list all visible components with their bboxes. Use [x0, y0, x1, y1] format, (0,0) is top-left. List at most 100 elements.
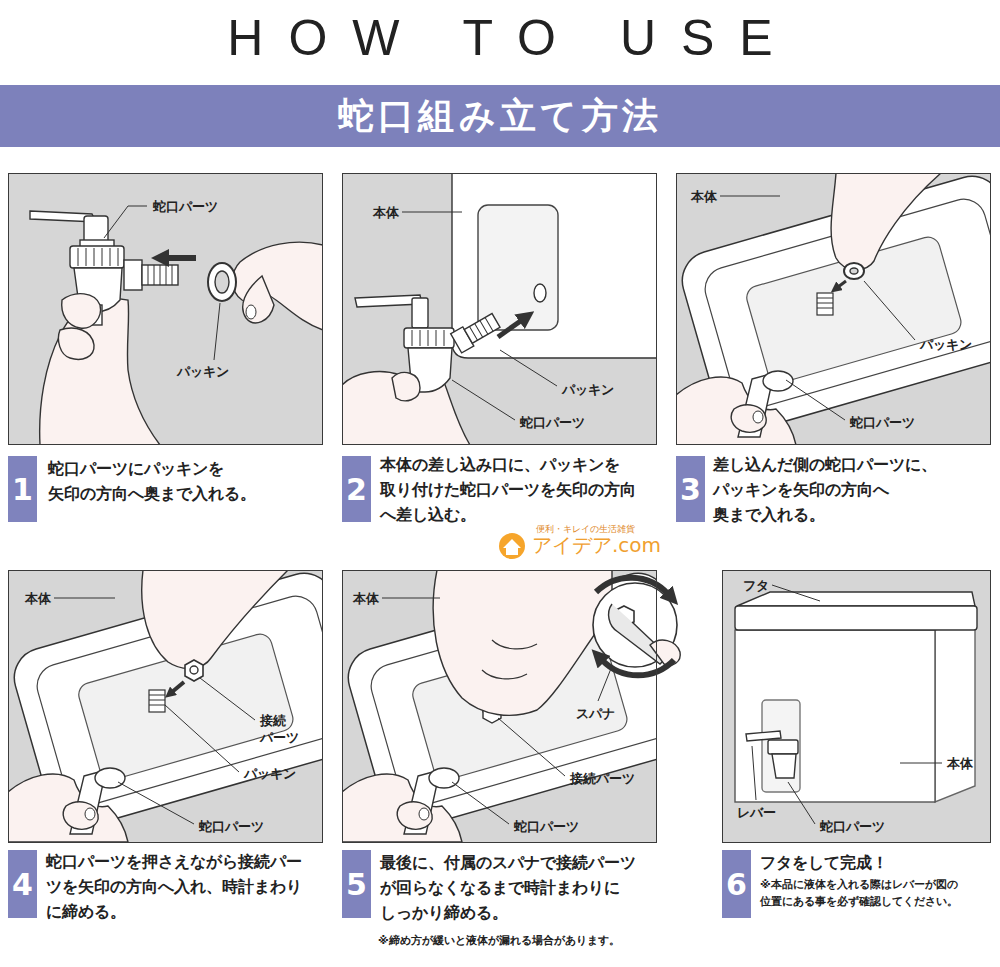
step2-illustration	[469, 317, 493, 340]
part-label: パッキン	[177, 364, 229, 381]
part-label: パッキン	[920, 337, 972, 354]
step1-illustration	[246, 305, 256, 319]
step2-illustration	[412, 298, 428, 328]
step2-illustration	[478, 205, 558, 330]
step2-illustration	[498, 320, 522, 337]
step-caption: 蛇口パーツにパッキンを 矢印の方向へ奥まで入れる。	[48, 457, 323, 507]
watermark-icon	[499, 533, 525, 559]
step1-illustration	[78, 248, 118, 266]
wrench-inset	[602, 660, 674, 675]
watermark-icon	[499, 533, 525, 559]
step2-illustration	[534, 284, 546, 302]
step5-illustration	[433, 570, 612, 715]
step5-illustration	[342, 570, 657, 842]
step1-illustration	[124, 260, 142, 290]
step1-illustration	[233, 242, 323, 330]
step1-illustration	[208, 263, 236, 301]
step2-illustration	[404, 328, 454, 348]
step4-illustration	[142, 570, 288, 668]
leader-line	[772, 585, 820, 601]
step2-illustration	[342, 372, 470, 445]
step6-illustration	[735, 592, 977, 802]
watermark-icon	[503, 539, 521, 555]
step1-illustration	[58, 328, 94, 359]
step4-illustration	[190, 666, 198, 674]
step6-illustration	[772, 754, 796, 778]
step6-illustration	[762, 700, 800, 792]
wrench-inset	[650, 640, 680, 665]
part-label: 本体	[373, 205, 399, 222]
step3-illustration	[838, 281, 846, 287]
part-label: 蛇口パーツ	[153, 199, 218, 216]
leader-line	[452, 782, 509, 824]
step6-illustration	[735, 630, 935, 802]
leader-line	[214, 303, 220, 360]
step6-illustration	[768, 740, 798, 754]
step-number-badge: 6	[722, 850, 751, 918]
part-label: スパナ	[576, 706, 615, 723]
step-caption: フタをして完成！	[760, 851, 888, 876]
step-number-badge: 5	[342, 850, 371, 918]
step4-illustration	[8, 570, 323, 842]
step2-illustration	[412, 330, 444, 346]
step1-illustration	[142, 265, 178, 285]
part-label: パッキン	[562, 382, 614, 399]
step-number: 3	[680, 472, 701, 507]
wrench-inset	[593, 578, 680, 676]
leader-line	[752, 746, 756, 800]
part-label: 本体	[25, 591, 51, 608]
leader-line	[452, 380, 515, 420]
leader-line	[118, 782, 194, 824]
heading-text: 蛇口組み立て方法	[338, 92, 663, 141]
step-number: 6	[726, 867, 747, 902]
illustration-panel: 本体スパナ接続パーツ蛇口パーツ	[342, 570, 657, 843]
step3-illustration	[844, 263, 864, 279]
step3-illustration	[676, 173, 991, 445]
step1-illustration	[215, 271, 229, 293]
step4-illustration	[8, 768, 128, 842]
step1-illustration	[243, 276, 274, 323]
part-label: 蛇口パーツ	[820, 819, 885, 836]
leader-line	[382, 598, 440, 599]
part-label: 接続パーツ	[570, 771, 635, 788]
illustration-panel: 本体接続 パーツパッキン蛇口パーツ	[8, 570, 323, 843]
panel-background	[8, 173, 323, 445]
step2-illustration	[451, 311, 502, 353]
step1-illustration	[166, 255, 196, 261]
step-number-badge: 3	[676, 456, 705, 522]
wrench-inset	[596, 578, 668, 594]
part-label: 本体	[691, 189, 717, 206]
illustration-panel: 蛇口パーツパッキン	[8, 173, 323, 445]
panel-background	[8, 173, 991, 843]
leader-line	[788, 782, 815, 824]
step2-illustration	[342, 173, 657, 445]
illustration-panel: 本体パッキン蛇口パーツ	[342, 173, 657, 445]
step-number: 5	[346, 867, 367, 902]
step6-illustration	[935, 614, 975, 802]
step-number-badge: 2	[342, 456, 371, 522]
step3-illustration	[676, 371, 796, 445]
leader-line	[598, 666, 612, 701]
step6-illustration	[737, 592, 975, 606]
step5-illustration	[342, 768, 462, 842]
part-label: パッキン	[244, 766, 296, 783]
caution-note: ※締め方が緩いと液体が漏れる場合があります。	[378, 933, 620, 950]
caution-note: ※本品に液体を入れる際はレバーが図の 位置にある事を必ず確認してください。	[760, 877, 985, 910]
step4-illustration	[172, 682, 184, 692]
step1-illustration	[40, 296, 160, 445]
step3-illustration	[850, 268, 858, 274]
step6-illustration	[735, 606, 977, 630]
watermark: アイデア.com	[532, 533, 661, 557]
part-label: 本体	[353, 591, 379, 608]
step3-illustration	[831, 173, 941, 270]
leader-line	[900, 763, 942, 764]
step-number-badge: 1	[8, 456, 37, 522]
step2-illustration	[452, 173, 657, 358]
step-number: 2	[346, 472, 367, 507]
part-label: 蛇口パーツ	[199, 819, 264, 836]
step5-illustration	[342, 570, 657, 842]
leader-line	[498, 718, 565, 776]
step4-illustration	[8, 570, 323, 842]
step-caption: 蛇口パーツを押さえながら接続パー ツを矢印の方向へ入れ、時計まわり に締める。	[46, 850, 331, 924]
part-label: フタ	[743, 578, 769, 595]
